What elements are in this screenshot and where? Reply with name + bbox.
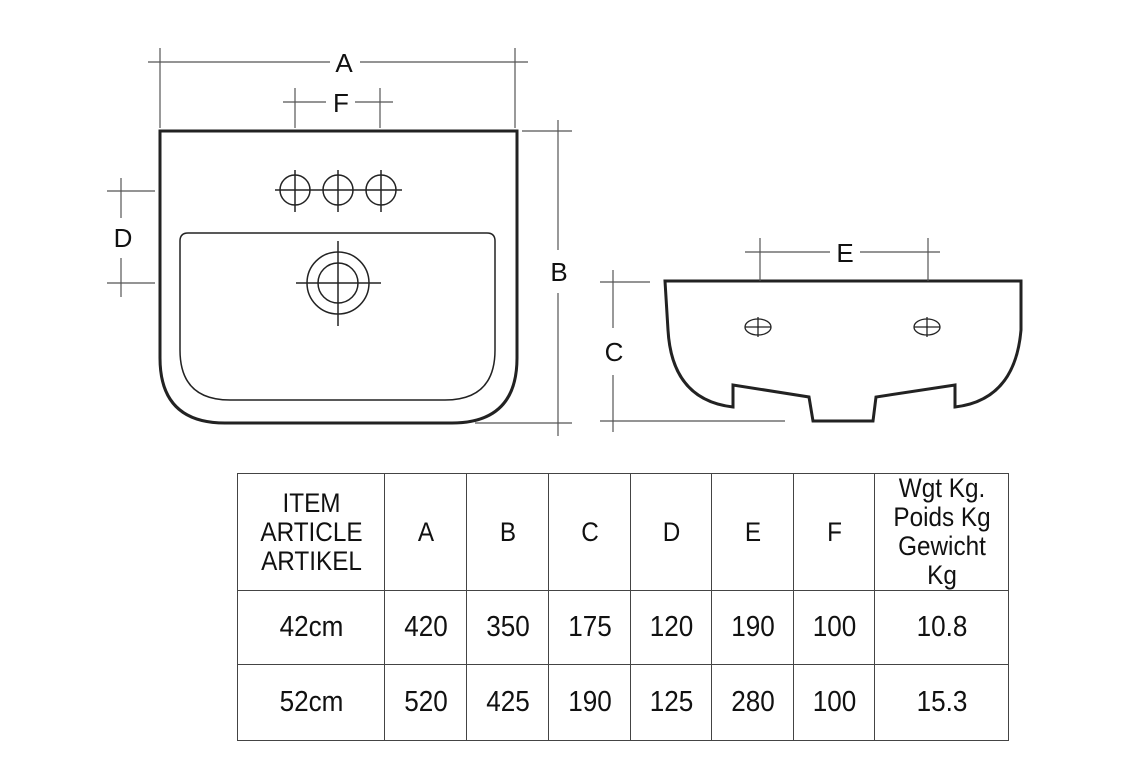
header-item-fr: ARTICLE xyxy=(259,516,363,547)
header-item-en: ITEM xyxy=(281,487,341,518)
bowl-outline xyxy=(179,232,496,401)
mounting-holes xyxy=(744,317,941,337)
basin-outline xyxy=(158,129,519,425)
header-b: B xyxy=(470,473,545,591)
cell-item: 42cm xyxy=(244,590,378,665)
cell-f: 100 xyxy=(797,664,871,741)
header-weight-de: Gewicht Kg xyxy=(897,531,986,590)
cell-f: 100 xyxy=(797,590,871,665)
dim-label-a: A xyxy=(335,48,353,78)
drain-icon xyxy=(296,241,381,326)
side-view xyxy=(600,238,1023,432)
header-f: F xyxy=(797,473,871,591)
cell-a: 520 xyxy=(388,664,463,741)
header-weight-en: Wgt Kg. xyxy=(898,473,985,503)
cell-a: 420 xyxy=(388,590,463,665)
cell-b: 350 xyxy=(470,590,545,665)
dimensions-table: ITEM ARTICLE ARTIKEL A B C D E F Wgt Kg.… xyxy=(237,473,1009,741)
header-c: C xyxy=(552,473,627,591)
cell-c: 175 xyxy=(552,590,627,665)
header-item: ITEM ARTICLE ARTIKEL xyxy=(244,473,378,591)
dimension-lines xyxy=(107,48,572,436)
dim-label-b: B xyxy=(550,257,567,287)
tap-holes xyxy=(275,170,402,212)
header-e: E xyxy=(715,473,790,591)
table-header-row: ITEM ARTICLE ARTIKEL A B C D E F Wgt Kg.… xyxy=(238,473,1009,591)
cell-d: 125 xyxy=(634,664,708,741)
cell-e: 190 xyxy=(715,590,790,665)
header-item-de: ARTIKEL xyxy=(260,545,362,576)
table-row: 52cm 520 425 190 125 280 100 15.3 xyxy=(238,664,1009,741)
cell-d: 120 xyxy=(634,590,708,665)
front-view xyxy=(107,48,572,436)
dim-label-e: E xyxy=(836,238,853,268)
header-a: A xyxy=(388,473,463,591)
header-weight-fr: Poids Kg xyxy=(892,502,991,532)
cell-e: 280 xyxy=(715,664,790,741)
dimension-lines xyxy=(600,238,940,432)
side-outline xyxy=(663,279,1023,423)
header-d: D xyxy=(634,473,708,591)
dim-label-f: F xyxy=(333,88,349,118)
dim-label-c: C xyxy=(605,337,624,367)
cell-weight: 15.3 xyxy=(880,664,1003,741)
cell-c: 190 xyxy=(552,664,627,741)
cell-item: 52cm xyxy=(244,664,378,741)
header-weight: Wgt Kg. Poids Kg Gewicht Kg xyxy=(880,473,1003,591)
cell-weight: 10.8 xyxy=(880,590,1003,665)
dim-label-d: D xyxy=(114,223,133,253)
table-row: 42cm 420 350 175 120 190 100 10.8 xyxy=(238,590,1009,665)
cell-b: 425 xyxy=(470,664,545,741)
